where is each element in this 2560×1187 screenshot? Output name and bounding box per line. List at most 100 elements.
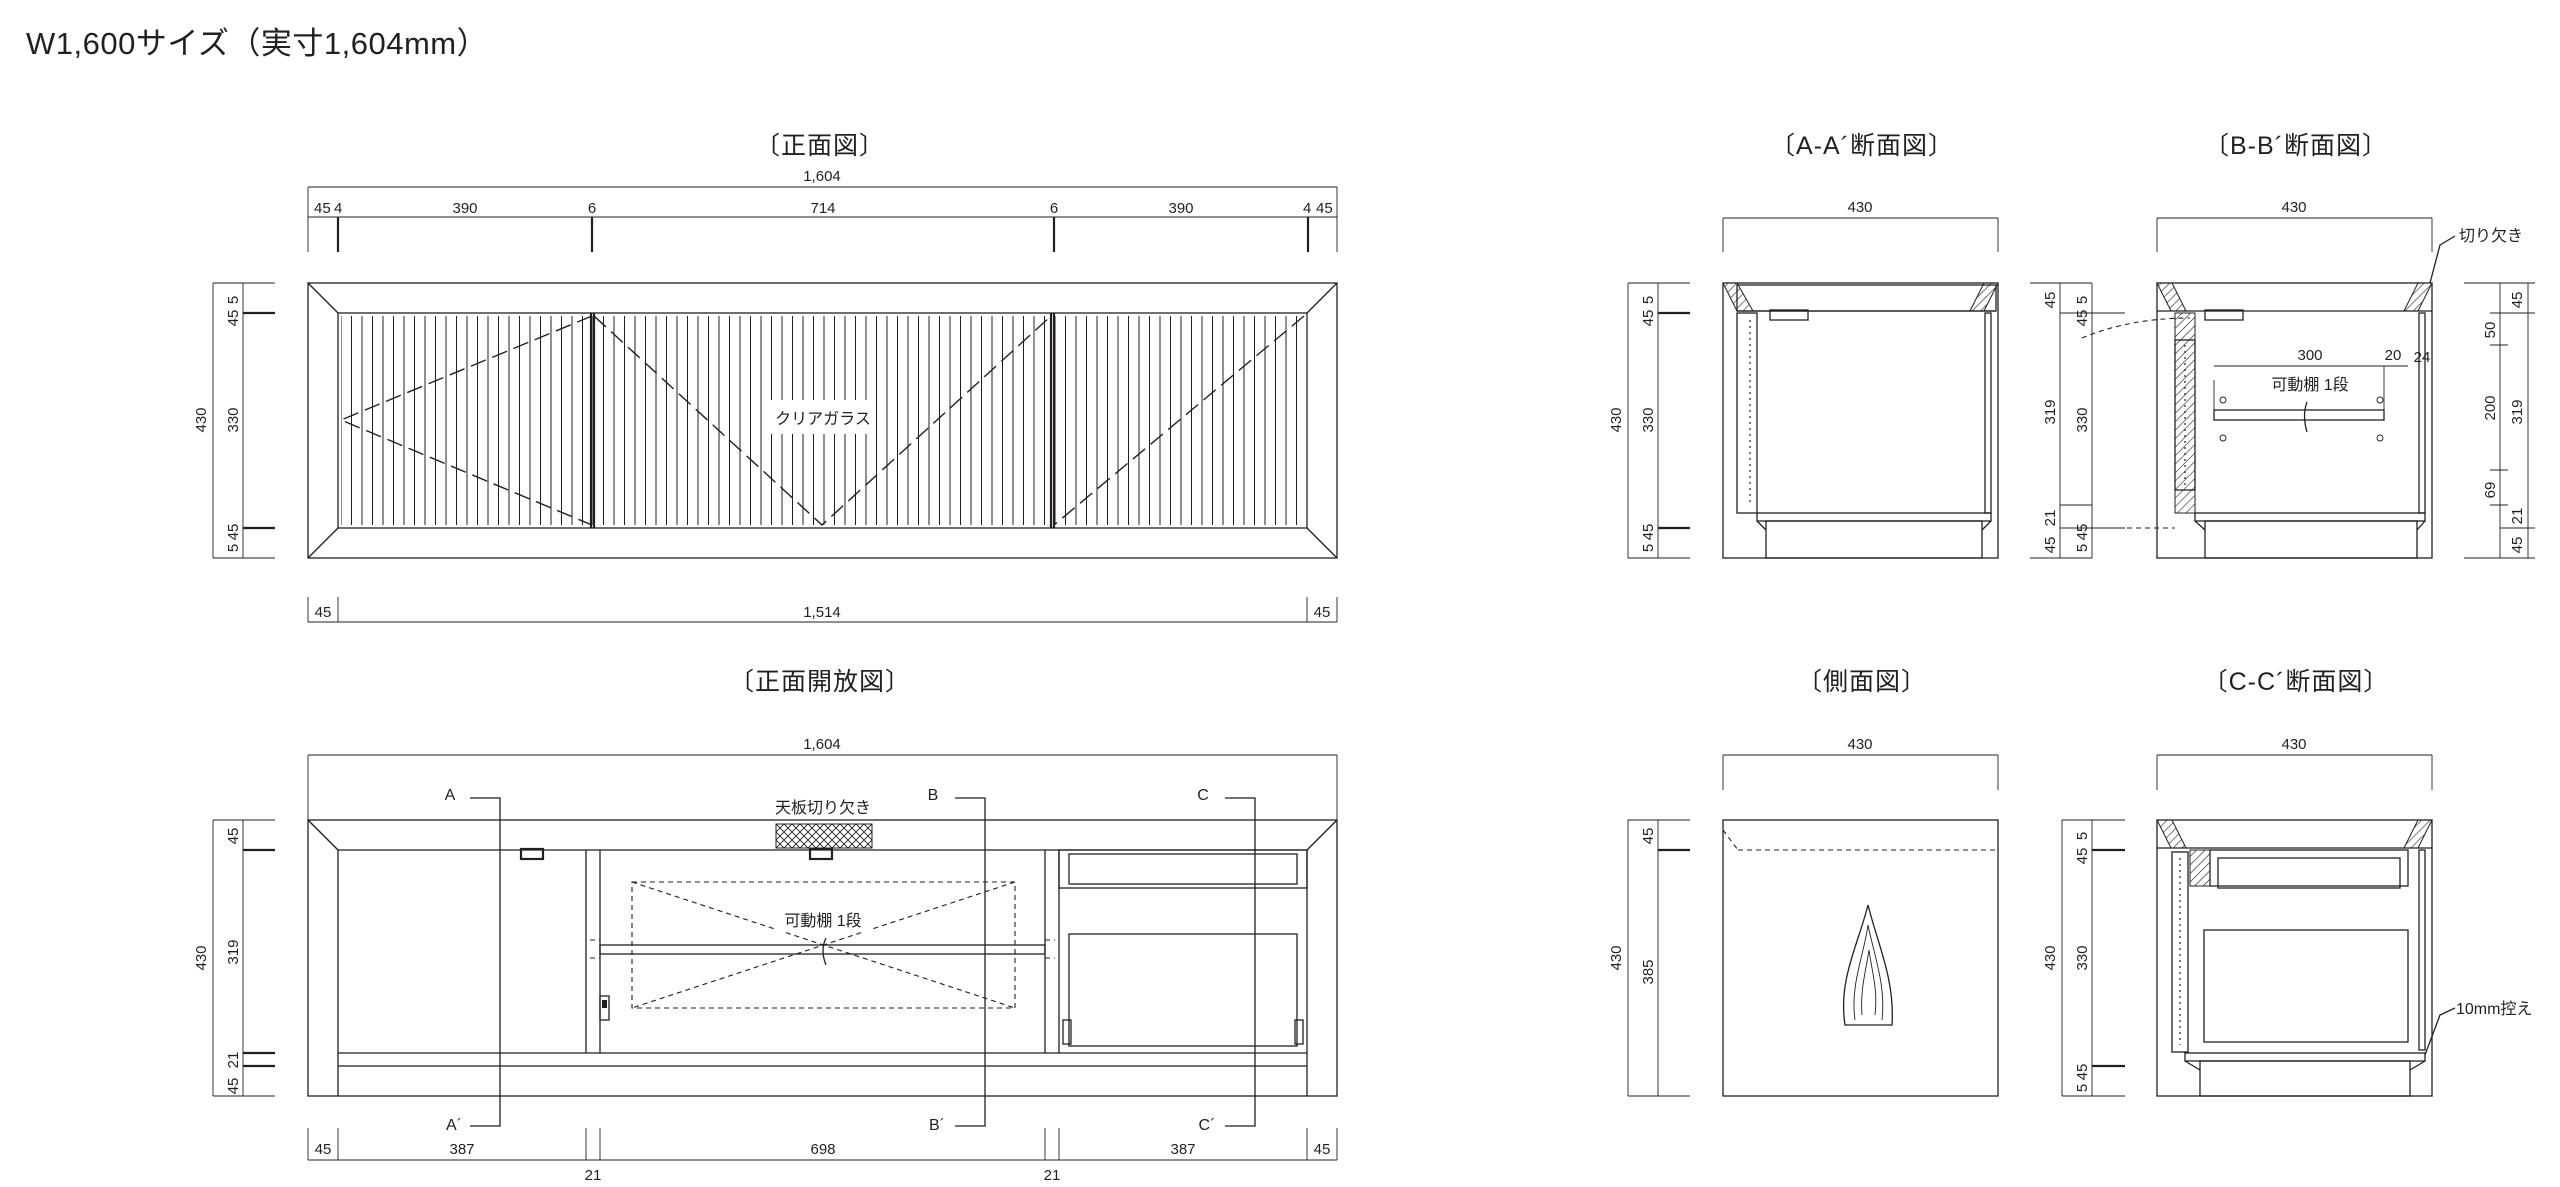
aa-h-5-bot: 5: [1640, 544, 1657, 552]
side-view: 〔側面図〕 430 430 45 385: [1608, 668, 1999, 1097]
bb-inner-24: 24: [2414, 349, 2431, 366]
front-overall-dim: 1,604: [803, 168, 841, 185]
bb-r-319: 319: [2509, 399, 2526, 424]
open-cutout-label: 天板切り欠き: [775, 799, 871, 817]
front-dim-390-left: 390: [452, 200, 477, 217]
front-open-view: 〔正面開放図〕 1,604 430 45 319 45 21: [193, 668, 1338, 1184]
open-gap-21-right: 21: [1044, 1167, 1061, 1184]
bb-r-200: 200: [2482, 395, 2499, 420]
cc-width: 430: [2281, 736, 2306, 753]
front-bottom-45-right: 45: [1314, 604, 1331, 621]
top-cutout-hatch: [775, 823, 873, 849]
front-dim-714: 714: [810, 200, 835, 217]
aa-h-330: 330: [1640, 407, 1657, 432]
side-title: 〔側面図〕: [1797, 668, 1927, 696]
bb-h-330: 330: [2074, 407, 2091, 432]
open-gap-21-left: 21: [585, 1167, 602, 1184]
open-top-45: 45: [225, 828, 242, 845]
front-dim-6-right: 6: [1050, 200, 1058, 217]
section-b: B: [928, 787, 939, 804]
section-c-prime: C´: [1199, 1117, 1216, 1134]
aa-r-21: 21: [2042, 510, 2059, 527]
aa-h-45-top: 45: [1640, 310, 1657, 327]
wood-grain-icon: [1842, 904, 1893, 1026]
side-h-45: 45: [1640, 828, 1657, 845]
section-a-prime: A´: [446, 1117, 462, 1134]
front-dim-45-right: 45: [1316, 200, 1333, 217]
front-open-overall: 1,604: [803, 736, 841, 753]
section-c: C: [1197, 787, 1209, 804]
side-h-385: 385: [1640, 959, 1657, 984]
bb-title: 〔B-B´断面図〕: [2204, 132, 2388, 160]
aa-h-45-bot: 45: [1640, 524, 1657, 541]
cc-h-430: 430: [2042, 945, 2059, 970]
open-height-430: 430: [193, 945, 210, 970]
front-bot-45: 45: [225, 524, 242, 541]
side-h-430: 430: [1608, 945, 1625, 970]
front-view-title: 〔正面図〕: [755, 132, 885, 160]
bb-r-45-bot: 45: [2509, 537, 2526, 554]
cc-h-45-top: 45: [2074, 848, 2091, 865]
side-width: 430: [1847, 736, 1872, 753]
cc-h-45-bot: 45: [2074, 1064, 2091, 1081]
open-bottom-45-left: 45: [315, 1141, 332, 1158]
front-cabinet-outline: [307, 282, 1338, 559]
open-cabinet-outline: [307, 819, 1338, 1097]
aa-r-319: 319: [2042, 399, 2059, 424]
front-bottom-1514: 1,514: [803, 604, 841, 621]
cc-section: 〔C-C´断面図〕 430 430 5 45 330 45 5 10mm控え: [2042, 668, 2532, 1097]
front-mid-330: 330: [225, 407, 242, 432]
aa-width: 430: [1847, 199, 1872, 216]
cc-h-5-top: 5: [2074, 832, 2091, 840]
cc-note: 10mm控え: [2456, 1000, 2532, 1018]
front-top-5: 5: [225, 296, 242, 304]
front-dim-4-right: 4: [1303, 200, 1311, 217]
open-bot-45: 45: [225, 1078, 242, 1095]
section-a: A: [445, 787, 456, 804]
cc-title: 〔C-C´断面図〕: [2203, 668, 2390, 696]
section-b-prime: B´: [929, 1117, 945, 1134]
front-open-title: 〔正面開放図〕: [729, 668, 911, 696]
bb-r-21: 21: [2509, 508, 2526, 525]
aa-r-45-top: 45: [2042, 292, 2059, 309]
open-bot-21: 21: [225, 1052, 242, 1069]
open-shelf-label: 可動棚 1段: [784, 912, 861, 930]
front-view: 〔正面図〕 1,604 45 4 390 6 714 6 390 4 45 43…: [193, 132, 1338, 623]
front-bottom-45-left: 45: [315, 604, 332, 621]
bb-r-69: 69: [2482, 482, 2499, 499]
open-bottom-45-right: 45: [1314, 1141, 1331, 1158]
front-dim-45-left: 45: [314, 200, 331, 217]
front-top-45: 45: [225, 310, 242, 327]
open-bottom-698: 698: [810, 1141, 835, 1158]
bb-width: 430: [2281, 199, 2306, 216]
bb-h-5-bot: 5: [2074, 544, 2091, 552]
cc-h-5-bot: 5: [2074, 1084, 2091, 1092]
front-dim-6-left: 6: [588, 200, 596, 217]
front-height-430: 430: [193, 407, 210, 432]
bb-shelf-label: 可動棚 1段: [2271, 376, 2348, 394]
glass-label: クリアガラス: [775, 410, 871, 428]
open-bottom-387-right: 387: [1170, 1141, 1195, 1158]
bb-cutout-label: 切り欠き: [2459, 227, 2523, 245]
aa-section: 〔A-A´断面図〕 430 430 5 45 330 45 5: [1608, 132, 2092, 559]
bb-section: 〔B-B´断面図〕 430 切り欠き 5 45 330 45 5: [2074, 132, 2535, 559]
front-bot-5: 5: [225, 544, 242, 552]
open-bottom-387-left: 387: [449, 1141, 474, 1158]
open-mid-319: 319: [225, 939, 242, 964]
aa-h-430: 430: [1608, 407, 1625, 432]
bb-inner-20: 20: [2385, 347, 2402, 364]
bb-h-5-top: 5: [2074, 296, 2091, 304]
side-panel: [1722, 819, 1999, 1097]
bb-r-50: 50: [2482, 322, 2499, 339]
page-title: W1,600サイズ（実寸1,604mm）: [26, 26, 489, 61]
aa-title: 〔A-A´断面図〕: [1770, 132, 1954, 160]
aa-r-45-bot: 45: [2042, 537, 2059, 554]
front-dim-390-right: 390: [1168, 200, 1193, 217]
bb-shelf: [2213, 409, 2385, 421]
open-shelf: [599, 944, 1046, 955]
bb-h-45-bot: 45: [2074, 524, 2091, 541]
bb-r-45-top: 45: [2509, 292, 2526, 309]
aa-h-5-top: 5: [1640, 296, 1657, 304]
bb-inner-300: 300: [2297, 347, 2322, 364]
